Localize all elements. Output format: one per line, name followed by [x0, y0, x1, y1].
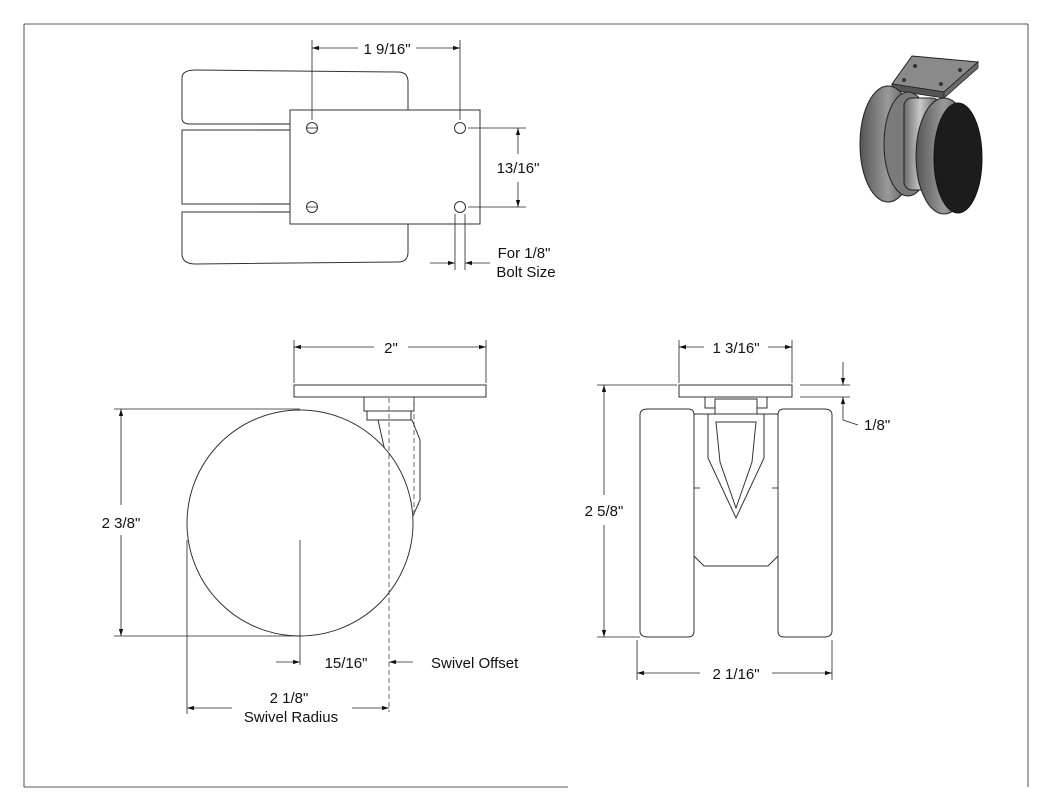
dim-swivel-radius-value: 2 1/8" — [270, 690, 309, 707]
dim-swivel-radius-label: Swivel Radius — [244, 709, 338, 726]
dim-front-plate-width: 1 3/16" — [712, 340, 759, 357]
isometric-caster — [859, 55, 983, 215]
front-wheel-right — [777, 408, 833, 638]
top-view: 1 9/16" 13/16" For 1/8" Bolt Size — [181, 40, 556, 281]
top-mounting-plate — [289, 109, 481, 225]
dim-overall-width-front: 2 1/16" — [712, 666, 759, 683]
dim-swivel-offset-label: Swivel Offset — [431, 655, 519, 672]
side-view: 2" 2 3/8" 15/16" Swivel Offset 2 1/8" Sw… — [102, 340, 519, 728]
dim-overall-height-side: 2 3/8" — [102, 515, 141, 532]
dim-plate-width: 2" — [384, 340, 398, 357]
dim-plate-thickness: 1/8" — [864, 417, 890, 434]
dim-overall-height-front: 2 5/8" — [585, 503, 624, 520]
top-hole-lower-right — [454, 201, 466, 213]
front-mounting-plate — [678, 384, 793, 398]
top-wheel-lower — [181, 211, 409, 265]
front-view: 1 3/16" 1/8" 2 5/8" 2 1/16" — [585, 340, 890, 683]
dim-bolt-line1: For 1/8" — [498, 245, 551, 262]
top-hole-slot-upper — [306, 122, 318, 134]
dim-top-hole-spacing: 1 9/16" — [363, 41, 410, 58]
dim-top-hole-vertical: 13/16" — [497, 160, 540, 177]
side-mounting-plate — [293, 384, 487, 398]
drawing-frame — [23, 23, 1029, 788]
front-wheel-left — [639, 408, 695, 638]
dim-bolt-line2: Bolt Size — [496, 264, 555, 281]
top-hole-slot-lower — [306, 201, 318, 213]
top-hole-upper-right — [454, 122, 466, 134]
dim-swivel-offset-value: 15/16" — [325, 655, 368, 672]
